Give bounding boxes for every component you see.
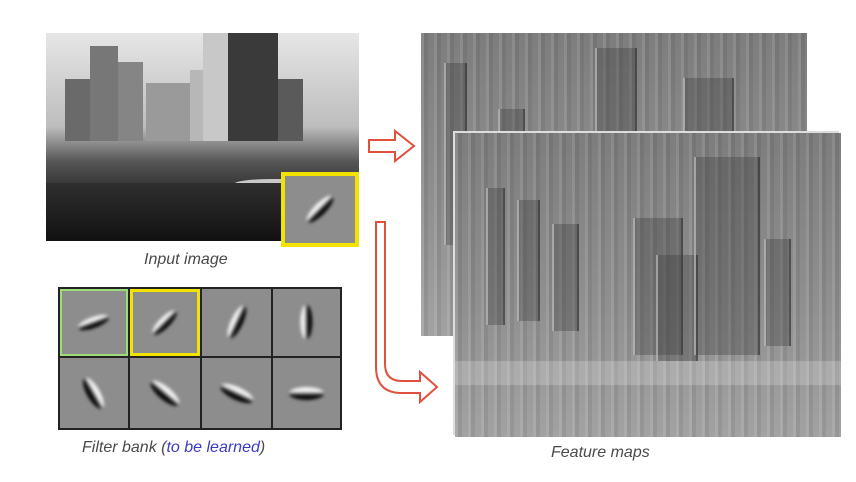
filter-bank-caption-highlight: to be learned (166, 439, 260, 456)
filter-tile (202, 289, 271, 356)
gabor-blob (289, 386, 324, 400)
filter-tile (273, 289, 340, 356)
input-filter-patch (281, 172, 359, 247)
filter-tile (60, 289, 128, 356)
feature-maps-caption: Feature maps (551, 444, 650, 461)
arrow-down-right (375, 221, 439, 405)
filter-tile (273, 358, 340, 428)
gabor-blob (300, 305, 313, 340)
gabor-blob (147, 376, 183, 410)
filter-bank-caption-prefix: Filter bank ( (82, 439, 167, 456)
filter-bank-caption: Filter bank (to be learned) (82, 439, 265, 457)
gabor-blob (149, 306, 181, 338)
filter-tile (202, 358, 271, 428)
feature-map-front (455, 133, 841, 437)
filter-tile (130, 358, 200, 428)
input-image (46, 33, 359, 241)
arrow-right (368, 128, 416, 164)
filter-tile (130, 289, 200, 356)
gabor-blob (79, 374, 109, 412)
filter-bank-caption-suffix: ) (259, 439, 266, 456)
filter-bank (58, 287, 342, 430)
filter-tile (60, 358, 128, 428)
gabor-blob (76, 311, 112, 334)
gabor-blob (217, 379, 256, 407)
input-image-caption: Input image (144, 251, 228, 268)
gabor-blob (223, 303, 250, 342)
